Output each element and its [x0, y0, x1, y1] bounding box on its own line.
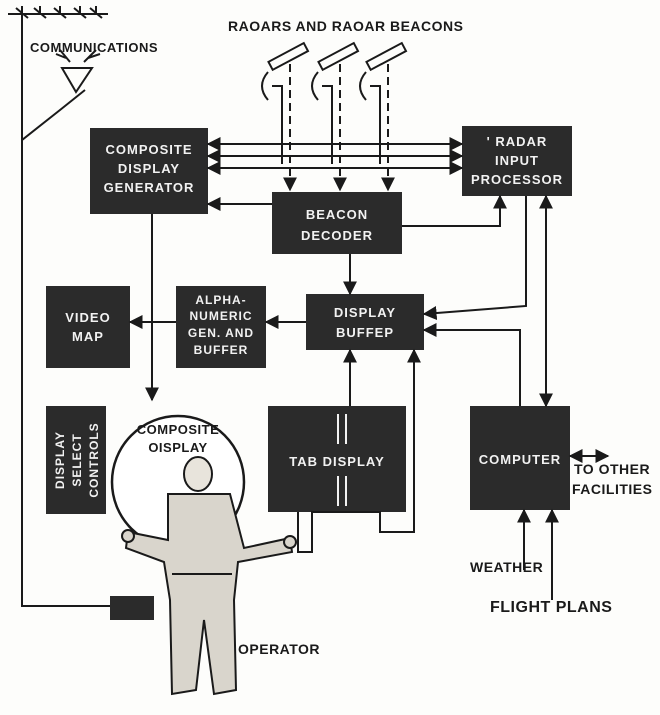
alphanumeric-line3: GEN. AND [188, 326, 254, 340]
display-buffer-line1: DISPLAY [334, 305, 396, 320]
alphanumeric-line2: NUMERIC [190, 309, 253, 323]
operator-label: OPERATOR [238, 641, 320, 657]
beacon-decoder-line2: DECODER [301, 228, 373, 243]
display-buffer-block [306, 294, 424, 350]
radar-processor-line2: INPUT [495, 153, 539, 168]
video-map-block [46, 286, 130, 368]
bus-lines [128, 137, 610, 600]
facilities-label: FACILITIES [572, 481, 652, 497]
communications-antenna-icon [8, 6, 108, 143]
composite-display-label-1: COMPOSITE [137, 422, 220, 437]
computer-block [470, 406, 570, 510]
radar-processor-line1: ' RADAR [487, 134, 548, 149]
composite-display-generator-block [90, 128, 208, 214]
composite-display-label-2: OISPLAY [148, 440, 207, 455]
beacon-decoder-block [272, 192, 402, 254]
display-buffer-line2: BUFFEP [336, 325, 394, 340]
alphanumeric-line4: BUFFER [194, 343, 249, 357]
computer-label: COMPUTER [479, 452, 561, 467]
weather-label: WEATHER [470, 559, 543, 575]
radar-input-processor-block [462, 126, 572, 196]
diagram-title: RAOARS AND RAOAR BEACONS [228, 18, 464, 34]
tab-display-label: TAB DISPLAY [289, 454, 385, 469]
video-map-line2: MAP [72, 329, 104, 344]
display-select-line2: SELECT [70, 433, 84, 486]
composite-generator-line1: COMPOSITE [105, 142, 192, 157]
to-other-label: TO OTHER [574, 461, 650, 477]
alphanumeric-line1: ALPHA- [195, 293, 246, 307]
radar-processor-line3: PROCESSOR [471, 172, 563, 187]
composite-generator-line2: DISPLAY [118, 161, 180, 176]
flight-plans-label: FLIGHT PLANS [490, 599, 612, 616]
beacon-decoder-line1: BEACON [306, 207, 368, 222]
alphanumeric-generator-block [176, 286, 266, 368]
communications-label: COMMUNICATIONS [30, 40, 158, 55]
display-select-controls-block [46, 406, 106, 514]
composite-generator-line3: GENERATOR [104, 180, 195, 195]
comm-junction-box [110, 596, 154, 620]
video-map-line1: VIDEO [65, 310, 110, 325]
display-select-line1: DISPLAY [53, 431, 67, 489]
display-select-line3: CONTROLS [87, 422, 101, 497]
operator-figure-icon [121, 456, 297, 696]
